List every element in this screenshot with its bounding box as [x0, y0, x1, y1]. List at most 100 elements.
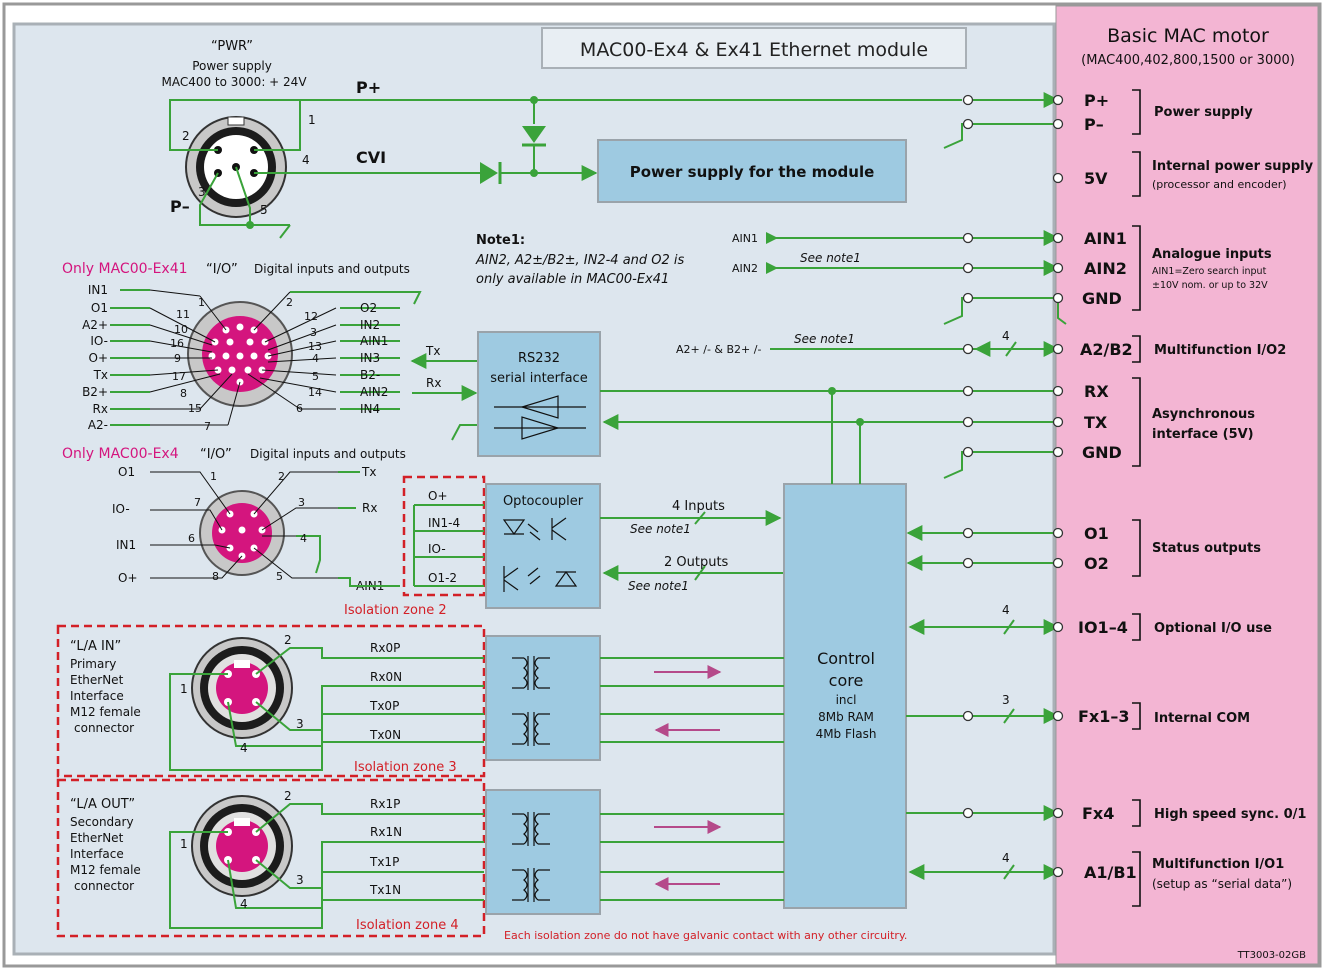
- svg-text:Tx0N: Tx0N: [369, 728, 401, 742]
- svg-text:5: 5: [276, 570, 283, 583]
- svg-text:11: 11: [176, 308, 190, 321]
- rs232-box: [477, 331, 601, 457]
- svg-text:IN3: IN3: [360, 351, 380, 365]
- optocoupler-symbols: [502, 517, 578, 592]
- ain1-label: AIN1: [732, 232, 758, 245]
- la-in-line2: EtherNet: [70, 673, 124, 687]
- ex41-only: Only MAC00-Ex41: [62, 261, 188, 277]
- la-out-transformer-box: [485, 789, 601, 915]
- svg-text:Rx0N: Rx0N: [370, 670, 402, 684]
- svg-text:Tx: Tx: [361, 465, 376, 479]
- svg-text:1: 1: [180, 682, 188, 696]
- opto-2-outputs: 2 Outputs: [664, 555, 729, 570]
- svg-text:A1/B1: A1/B1: [1084, 863, 1137, 882]
- svg-text:Tx1P: Tx1P: [369, 855, 399, 869]
- motor-subtitle: (MAC400,402,800,1500 or 3000): [1081, 53, 1295, 68]
- opto-see-note-2: See note1: [628, 579, 689, 593]
- motor-terminals: P+ P– 5V AIN1 AIN2 GND A2/B2 RX TX GND O…: [1078, 91, 1137, 882]
- group-mf1-sub: (setup as “serial data”): [1152, 877, 1292, 891]
- svg-text:P–: P–: [1084, 115, 1104, 134]
- group-analogue: Analogue inputs: [1152, 247, 1272, 262]
- svg-text:AIN1: AIN1: [360, 334, 388, 348]
- svg-text:IN4: IN4: [360, 402, 380, 416]
- svg-text:Fx4: Fx4: [1082, 804, 1114, 823]
- svg-text:Rx1N: Rx1N: [370, 825, 402, 839]
- control-line4: 8Mb RAM: [818, 710, 874, 724]
- group-optional: Optional I/O use: [1154, 621, 1272, 636]
- a1b1-count: 4: [1002, 851, 1010, 865]
- svg-text:9: 9: [174, 352, 181, 365]
- svg-text:Tx1N: Tx1N: [369, 883, 401, 897]
- ex41-right-pins: 2 12 3 13 4 5 14 6: [286, 296, 322, 415]
- svg-text:4: 4: [240, 897, 248, 911]
- ex4-wires: [296, 535, 321, 574]
- optocoupler-title: Optocoupler: [503, 494, 584, 509]
- pwr-name: “PWR”: [211, 39, 253, 54]
- ex41-left-labels: IN1 O1 A2+ IO- O+ Tx B2+ Rx A2-: [82, 283, 108, 432]
- opto-see-note-1: See note1: [630, 522, 691, 536]
- svg-text:8: 8: [212, 570, 219, 583]
- svg-text:IN1: IN1: [116, 538, 136, 552]
- pwr-diode-1: [522, 126, 546, 143]
- la-in-signals: Rx0P Rx0N Tx0P Tx0N: [369, 641, 402, 742]
- pwr-pin-1: 1: [308, 113, 316, 127]
- svg-text:7: 7: [204, 420, 211, 433]
- la-out-line5: connector: [74, 879, 134, 893]
- svg-text:O2: O2: [360, 301, 377, 315]
- svg-text:A2-: A2-: [88, 418, 108, 432]
- svg-text:O+: O+: [118, 571, 138, 585]
- pwr-desc2: MAC400 to 3000: + 24V: [161, 75, 307, 89]
- fx-count: 3: [1002, 693, 1010, 707]
- bus-junctions: [828, 387, 864, 426]
- svg-text:AIN2: AIN2: [360, 385, 388, 399]
- opto-input-wires: [413, 504, 484, 587]
- ex4-only: Only MAC00-Ex4: [62, 446, 179, 462]
- la-in-line1: Primary: [70, 657, 116, 671]
- svg-text:5V: 5V: [1084, 169, 1108, 188]
- svg-text:6: 6: [188, 532, 195, 545]
- optocoupler-box: [485, 483, 601, 609]
- svg-text:10: 10: [174, 323, 188, 336]
- opto-4-inputs: 4 Inputs: [672, 499, 725, 514]
- la-out-line2: EtherNet: [70, 831, 124, 845]
- pwr-pin-4: 4: [302, 153, 310, 167]
- svg-text:3: 3: [298, 496, 305, 509]
- psu-box-label: Power supply for the module: [630, 163, 875, 181]
- svg-text:4: 4: [240, 741, 248, 755]
- isolation-zone-3: [56, 624, 486, 778]
- svg-text:O+: O+: [428, 489, 448, 503]
- svg-text:TX: TX: [1084, 413, 1108, 432]
- svg-text:O+: O+: [89, 351, 109, 365]
- rs232-rx: Rx: [426, 376, 441, 390]
- la-out-line1: Secondary: [70, 815, 134, 829]
- la-out-name: “L/A OUT”: [70, 797, 135, 812]
- group-status: Status outputs: [1152, 541, 1261, 556]
- svg-text:4: 4: [300, 532, 307, 545]
- isolation-zone-3-label: Isolation zone 3: [354, 760, 457, 775]
- pwr-wiring: [169, 99, 962, 239]
- la-out-wires: [169, 803, 484, 929]
- svg-text:O1: O1: [91, 301, 108, 315]
- control-line5: 4Mb Flash: [816, 727, 877, 741]
- motor-bus-wires: [600, 92, 1067, 880]
- group-async1: Asynchronous: [1152, 407, 1255, 422]
- control-line1: Control: [817, 649, 875, 668]
- svg-text:B2+: B2+: [82, 385, 108, 399]
- svg-text:2: 2: [286, 296, 293, 309]
- ex4-connector: [199, 490, 285, 576]
- la-out-signals: Rx1P Rx1N Tx1P Tx1N: [369, 797, 402, 897]
- rs232-line2: serial interface: [490, 371, 587, 386]
- svg-text:IO-: IO-: [428, 542, 446, 556]
- ex4-pin-leads: [150, 471, 338, 579]
- svg-text:2: 2: [284, 789, 292, 803]
- group-internal: Internal power supply: [1152, 159, 1314, 174]
- la-in-connector: [191, 637, 293, 739]
- svg-text:GND: GND: [1082, 443, 1122, 462]
- isolation-zone-4: [56, 778, 486, 938]
- la-out-line3: Interface: [70, 847, 124, 861]
- ex4-left-labels: O1 IO- IN1 O+: [112, 465, 138, 585]
- svg-text:2: 2: [284, 633, 292, 647]
- motor-panel: [1055, 5, 1319, 965]
- ex4-left-pins: 1 7 6 8: [188, 470, 219, 583]
- svg-text:Fx1–3: Fx1–3: [1078, 707, 1130, 726]
